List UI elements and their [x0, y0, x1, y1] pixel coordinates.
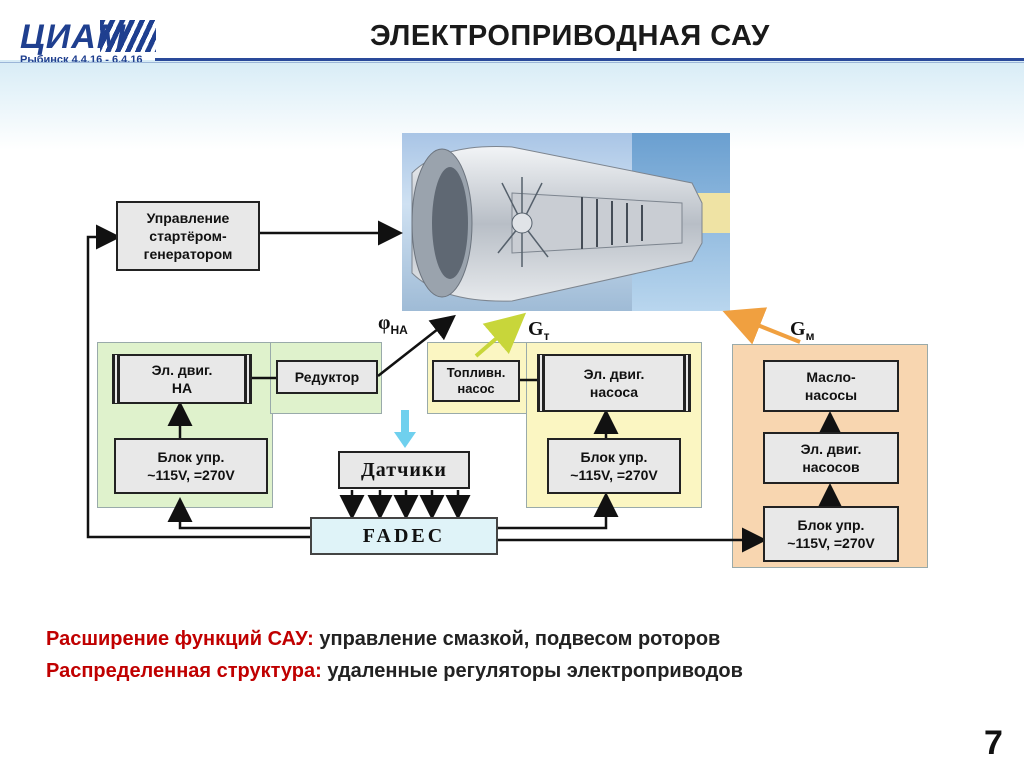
engine-illustration	[402, 133, 730, 311]
fadec-to-na-unit-line	[167, 497, 310, 530]
pump-motor-block: Эл. двиг. насоса	[537, 354, 691, 412]
caption-1-lead: Расширение функций САУ:	[46, 628, 314, 650]
starter-control-block: Управление стартёром- генератором	[116, 201, 260, 271]
fadec-block: FADEC	[310, 517, 498, 555]
fuel-flow-arrow	[474, 312, 527, 358]
phi-symbol: φ	[378, 312, 391, 334]
oil-pump-motor-block: Эл. двиг. насосов	[763, 432, 899, 484]
title-rule	[155, 58, 1024, 61]
na-control-unit-block: Блок упр. ~115V, =270V	[114, 438, 268, 494]
fadec-to-pump-unit-line	[498, 492, 619, 530]
slide-title: ЭЛЕКТРОПРИВОДНАЯ САУ	[370, 20, 770, 52]
pump-control-unit-block: Блок упр. ~115V, =270V	[547, 438, 681, 494]
logo: ЦИАМ Рыбинск 4.4.16 - 6.4.16	[8, 8, 158, 68]
logo-stripes	[100, 20, 156, 52]
reducer-block: Редуктор	[276, 360, 378, 394]
sensor-input-arrow-shaft	[401, 410, 409, 434]
gt-subscript: т	[543, 329, 550, 343]
reducer-to-engine-line	[377, 314, 456, 377]
fadec-to-starter-line	[86, 224, 310, 539]
page-number: 7	[984, 724, 1003, 762]
caption-2-rest: удаленные регуляторы электроприводов	[321, 660, 743, 682]
fuel-flow-label: Gт	[528, 318, 549, 343]
caption-line-2: Распределенная структура: удаленные регу…	[46, 660, 743, 683]
gm-symbol: G	[790, 318, 806, 340]
caption-1-rest: управление смазкой, подвесом роторов	[313, 628, 721, 650]
title-rule-thin	[0, 62, 1024, 63]
phi-subscript: НА	[390, 323, 408, 337]
fuel-pump-block: Топливн. насос	[432, 360, 520, 402]
caption-2-lead: Распределенная структура:	[46, 660, 322, 682]
oil-flow-arrow	[722, 307, 801, 345]
spinner	[511, 212, 533, 234]
caption-line-1: Расширение функций САУ: управление смазк…	[46, 628, 720, 651]
gm-subscript: м	[805, 329, 815, 343]
compressor-stages	[581, 197, 643, 249]
na-motor-block: Эл. двиг. НА	[112, 354, 252, 404]
sensor-input-arrow-head	[394, 432, 416, 448]
oil-pumps-block: Масло- насосы	[763, 360, 899, 412]
sensors-block: Датчики	[338, 451, 470, 489]
oil-control-unit-block: Блок упр. ~115V, =270V	[763, 506, 899, 562]
oil-flow-label: Gм	[790, 318, 814, 343]
logo-subtitle: Рыбинск 4.4.16 - 6.4.16	[20, 54, 143, 66]
gt-symbol: G	[528, 318, 544, 340]
intake-inner	[432, 167, 468, 279]
logo-text: ЦИАМ	[20, 18, 127, 56]
engine-drawing	[411, 133, 730, 311]
phi-na-label: φНА	[378, 312, 408, 337]
